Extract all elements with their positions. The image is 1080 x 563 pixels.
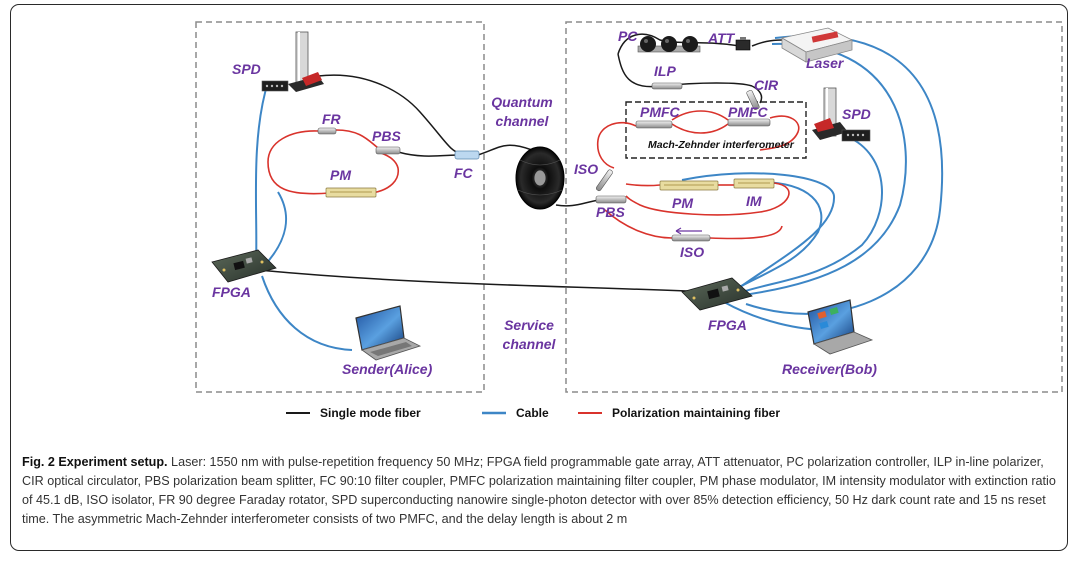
fr-device xyxy=(317,127,337,135)
iso-lower-label: ISO xyxy=(680,244,704,260)
quantum-channel-label-1: Quantum xyxy=(491,94,552,110)
pc-device xyxy=(637,36,701,53)
pmfc1-device xyxy=(635,120,673,129)
receiver-box xyxy=(565,21,1063,393)
pmfc2-device xyxy=(727,118,771,127)
receiver-pbs-label: PBS xyxy=(596,204,625,220)
ilp-device xyxy=(651,82,683,90)
legend-label-pm-fiber: Polarization maintaining fiber xyxy=(612,406,780,420)
receiver-spd-label: SPD xyxy=(842,106,871,122)
pm-fibers xyxy=(267,110,800,240)
caption-text: Laser: 1550 nm with pulse-repetition fre… xyxy=(22,455,1056,526)
sender-spd-label: SPD xyxy=(232,61,261,77)
receiver-pbs-device xyxy=(595,195,627,204)
laser-device xyxy=(780,27,854,63)
receiver-pm-label: PM xyxy=(672,195,693,211)
sender-laptop xyxy=(355,305,422,361)
receiver-computer-label: Receiver(Bob) xyxy=(782,361,877,377)
sender-pm-device xyxy=(325,187,377,198)
pc-label: PC xyxy=(618,28,638,44)
fc-label: FC xyxy=(454,165,474,181)
fiber-spool xyxy=(515,146,565,210)
sender-pm-label: PM xyxy=(330,167,351,183)
pmfc2-label: PMFC xyxy=(728,104,769,120)
legend-label-single-mode: Single mode fiber xyxy=(320,406,421,420)
iso-lower-device xyxy=(671,227,711,242)
receiver-fpga-board xyxy=(681,277,753,311)
im-device xyxy=(733,178,775,189)
single-mode-fibers xyxy=(257,33,783,293)
sender-pbs-label: PBS xyxy=(372,128,401,144)
sender-computer-label: Sender(Alice) xyxy=(342,361,433,377)
att-label: ATT xyxy=(707,30,736,46)
sender-fpga-label: FPGA xyxy=(212,284,251,300)
sender-spd-device xyxy=(261,31,324,92)
service-channel-label-1: Service xyxy=(504,317,554,333)
figure-frame xyxy=(10,4,1068,551)
legend: Single mode fiber Cable Polarization mai… xyxy=(286,406,780,420)
receiver-laptop xyxy=(807,299,874,355)
receiver-spd-device xyxy=(812,87,871,142)
legend-label-cable: Cable xyxy=(516,406,549,420)
fc-device xyxy=(454,150,480,160)
iso-upper-device xyxy=(595,169,613,192)
cir-label: CIR xyxy=(754,77,779,93)
caption-title: Fig. 2 Experiment setup. xyxy=(22,455,168,469)
pmfc1-label: PMFC xyxy=(640,104,681,120)
att-device xyxy=(735,37,751,51)
ilp-label: ILP xyxy=(654,63,676,79)
receiver-fpga-label: FPGA xyxy=(708,317,747,333)
im-label: IM xyxy=(746,193,762,209)
mzi-box xyxy=(625,101,807,159)
mzi-label: Mach-Zehnder interferometer xyxy=(648,139,795,151)
sender-pbs-device xyxy=(375,146,401,155)
figure-caption: Fig. 2 Experiment setup. Laser: 1550 nm … xyxy=(22,453,1058,529)
service-channel-label-2: channel xyxy=(503,336,557,352)
receiver-pm-device xyxy=(659,180,719,191)
sender-fpga-board xyxy=(211,249,277,283)
cir-device xyxy=(746,90,760,110)
experiment-setup-diagram: SPD FR PBS PM FC FPGA Sender(Alice) Quan… xyxy=(195,21,1063,420)
sender-box xyxy=(195,21,485,393)
laser-label: Laser xyxy=(806,55,845,71)
iso-upper-label: ISO xyxy=(574,161,598,177)
quantum-channel-label-2: channel xyxy=(496,113,550,129)
fr-label: FR xyxy=(322,111,342,127)
